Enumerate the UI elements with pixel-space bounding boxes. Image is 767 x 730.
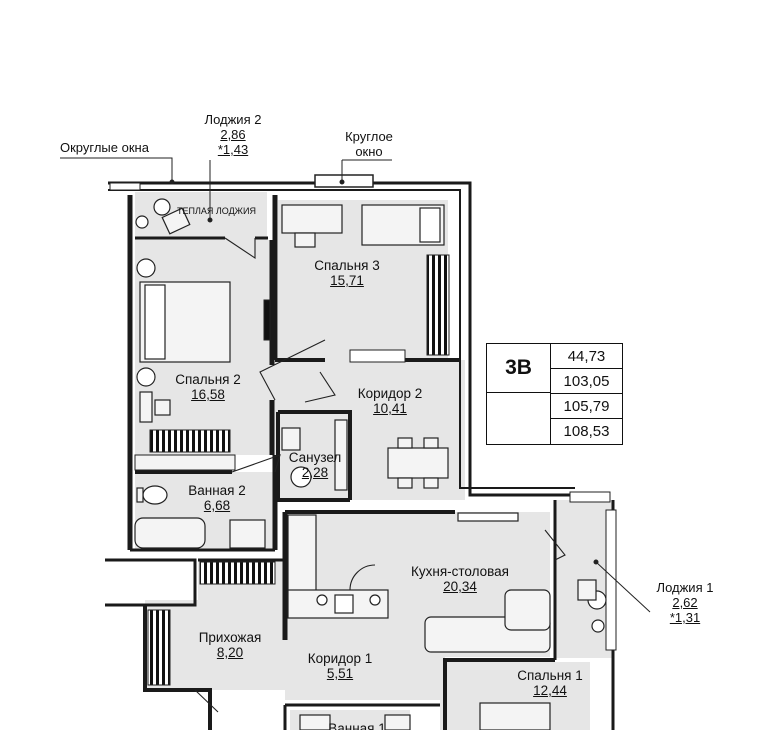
room-corridor1-name: Коридор 1: [307, 651, 373, 666]
round-window-line2: окно: [355, 144, 383, 159]
room-corridor1-area: 5,51: [326, 666, 354, 681]
room-bedroom1: Спальня 1 12,44: [505, 668, 595, 698]
room-bedroom1-name: Спальня 1: [517, 668, 583, 683]
furniture: [134, 198, 607, 730]
room-bathroom2-name: Ванная 2: [188, 483, 246, 498]
room-kitchen: Кухня-столовая 20,34: [395, 564, 525, 594]
room-bathroom1-name: Ванная 1: [328, 721, 386, 730]
room-bedroom2-name: Спальня 2: [175, 372, 241, 387]
room-bedroom3-name: Спальня 3: [314, 258, 380, 273]
loggia1-label: Лоджия 1 2,62 *1,31: [640, 580, 730, 625]
loggia2-name: Лоджия 2: [204, 112, 262, 127]
room-bathroom-small: Санузел 2,28: [280, 450, 350, 480]
loggia1-reduced-area: *1,31: [669, 610, 701, 625]
room-bedroom3-area: 15,71: [330, 273, 364, 288]
room-bedroom1-area: 12,44: [533, 683, 567, 698]
room-bedroom2: Спальня 2 16,58: [163, 372, 253, 402]
doors: [194, 237, 566, 713]
apartment-type: 3В: [487, 344, 551, 393]
loggia1-name: Лоджия 1: [656, 580, 714, 595]
room-bedroom3: Спальня 3 15,71: [302, 258, 392, 288]
room-hall: Прихожая 8,20: [185, 630, 275, 660]
room-hall-name: Прихожая: [198, 630, 262, 645]
area-total: 103,05: [551, 369, 622, 394]
warm-loggia-label: ТЕПЛАЯ ЛОДЖИЯ: [177, 206, 256, 216]
area-with-loggia: 108,53: [563, 423, 610, 440]
room-kitchen-area: 20,34: [443, 579, 477, 594]
round-window-label: Круглое окно: [334, 129, 404, 159]
wardrobes: [134, 254, 450, 686]
room-kitchen-name: Кухня-столовая: [411, 564, 509, 579]
room-corridor1: Коридор 1 5,51: [295, 651, 385, 681]
area-with-reduced-loggia: 105,79: [551, 394, 622, 419]
room-bathroom2-area: 6,68: [203, 498, 231, 513]
room-hall-area: 8,20: [216, 645, 244, 660]
room-corridor2-name: Коридор 2: [357, 386, 423, 401]
loggia2-reduced-area: *1,43: [217, 142, 249, 157]
room-bathroom1: Ванная 1: [312, 721, 402, 730]
room-corridor2-area: 10,41: [373, 401, 407, 416]
room-bedroom2-area: 16,58: [191, 387, 225, 402]
room-corridor2: Коридор 2 10,41: [340, 386, 440, 416]
loggia1-area: 2,62: [672, 595, 698, 610]
leader-lines: [60, 157, 651, 613]
area-living: 44,73: [551, 344, 622, 369]
round-windows-label: Округлые окна: [60, 140, 149, 155]
loggia2-label: Лоджия 2 2,86 *1,43: [188, 112, 278, 157]
loggia2-area: 2,86: [220, 127, 246, 142]
round-window-line1: Круглое: [345, 129, 393, 144]
room-bathroom-small-name: Санузел: [288, 450, 342, 465]
area-table: 3В 44,73 103,05 105,79 108,53: [486, 343, 623, 445]
room-bathroom-small-area: 2,28: [301, 465, 329, 480]
area-table-blank-cell: [487, 393, 551, 444]
room-bathroom2: Ванная 2 6,68: [172, 483, 262, 513]
